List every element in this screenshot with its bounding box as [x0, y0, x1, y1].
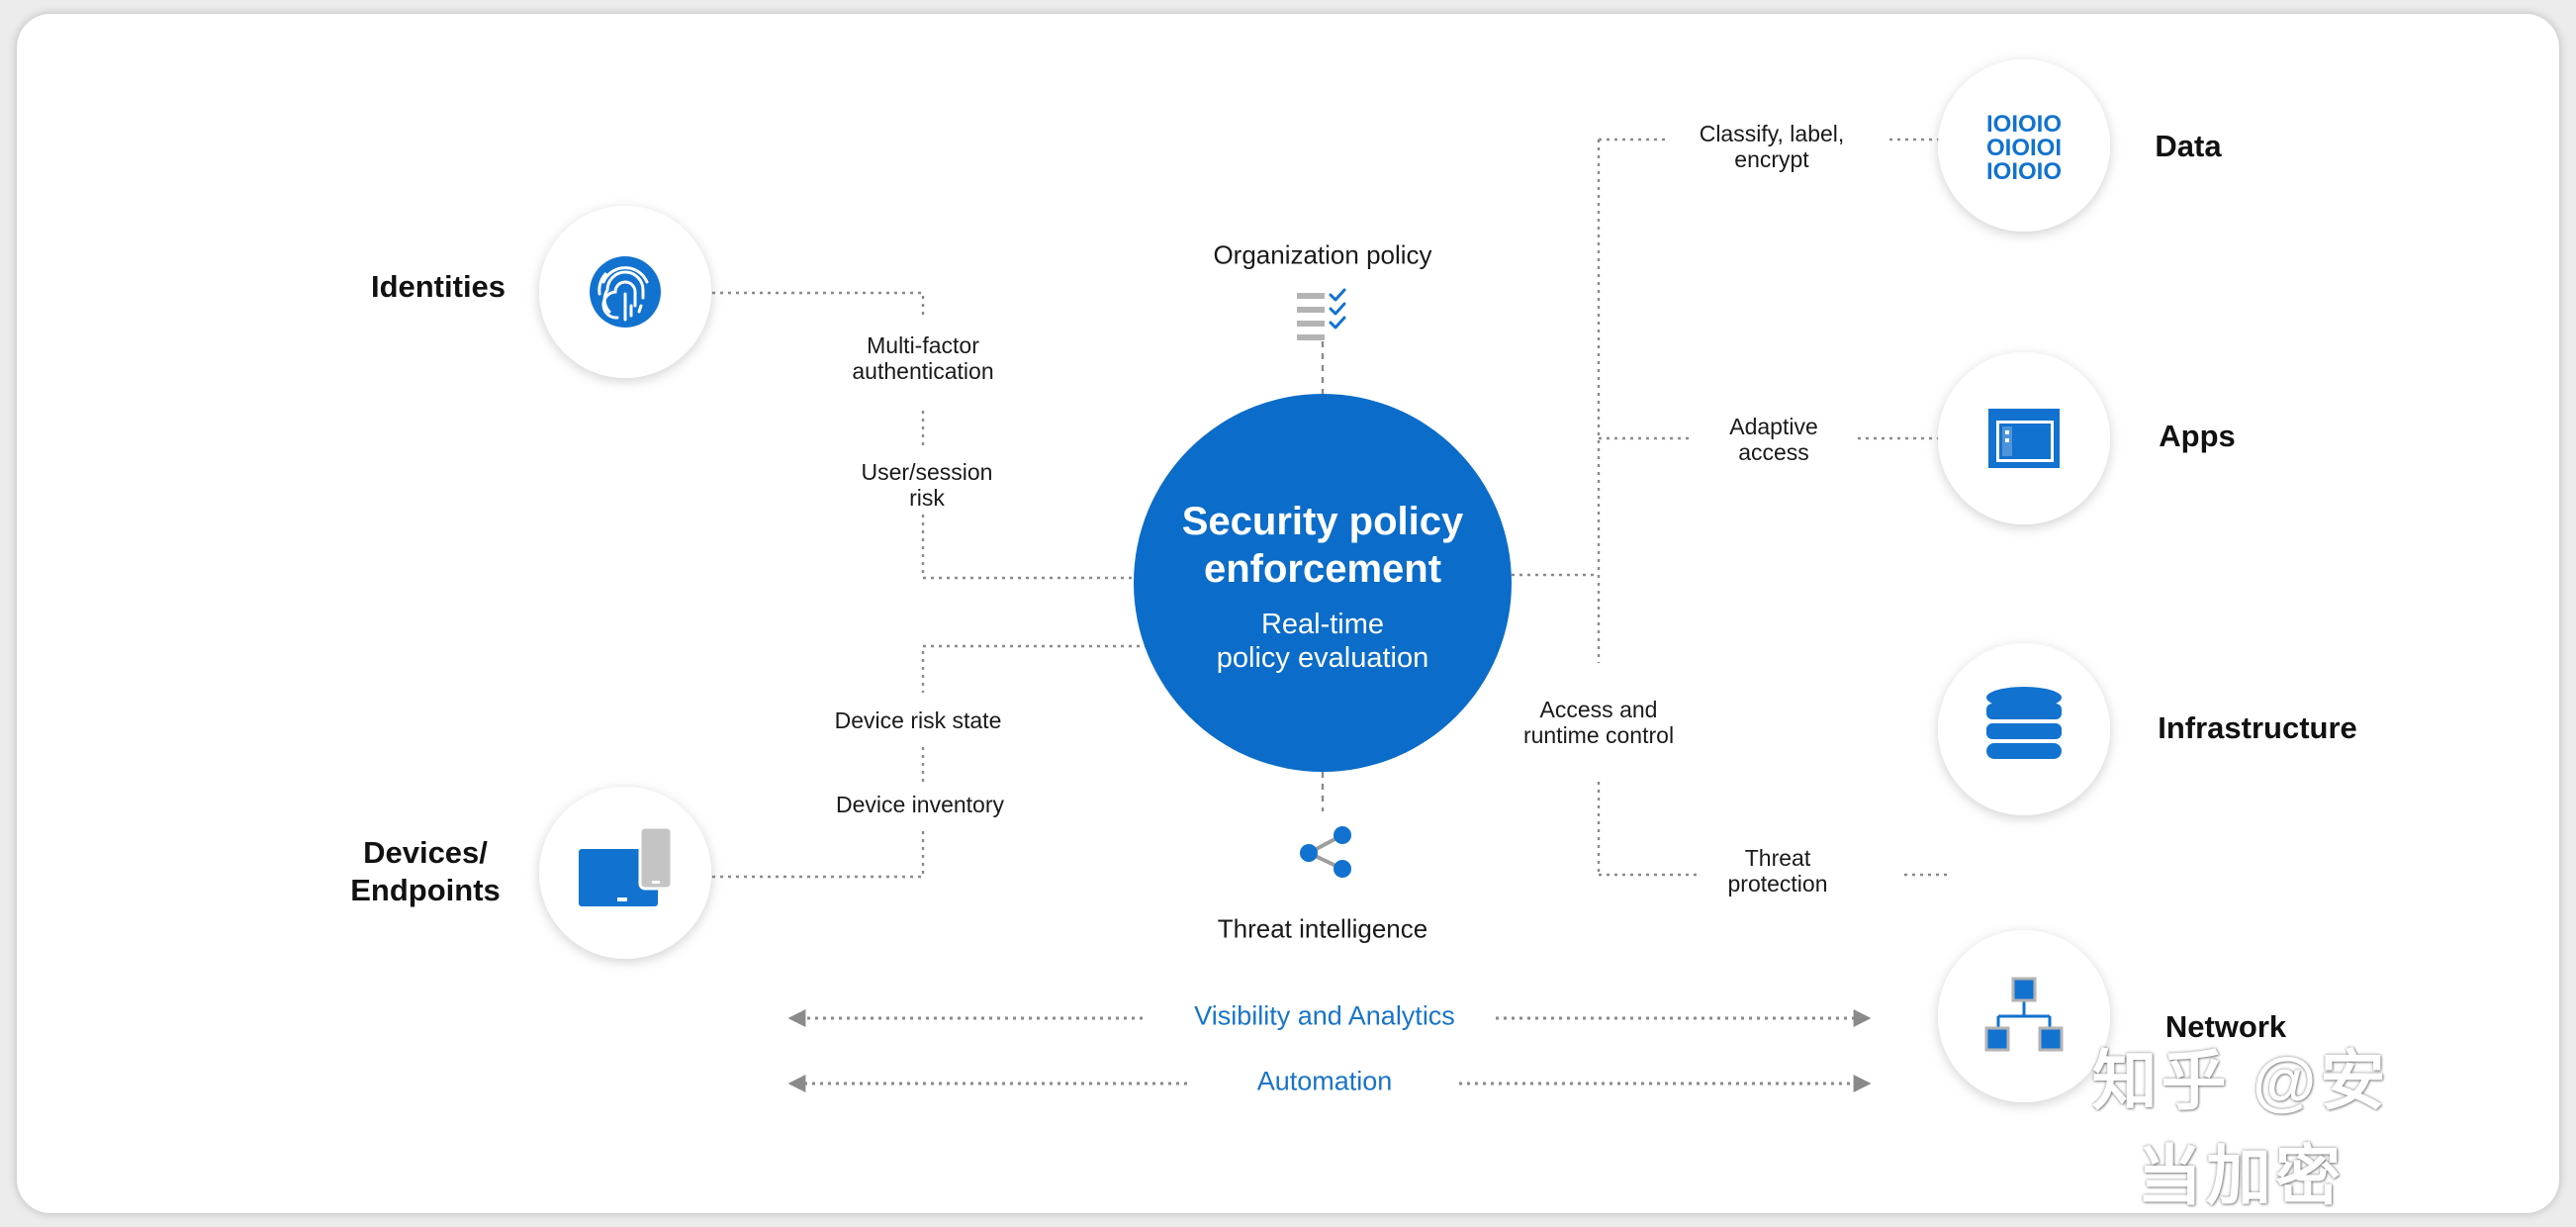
- user-session-risk-label: User/session risk: [861, 459, 993, 511]
- mfa-label: Multi-factor authentication: [852, 332, 994, 384]
- identities-label: Identities: [370, 269, 506, 304]
- svg-text:IOIOIO: IOIOIO: [1986, 158, 2062, 185]
- center-circle: [1134, 394, 1512, 772]
- network-label: Network: [2164, 1009, 2287, 1044]
- svg-text:OIOIOI: OIOIOI: [1986, 135, 2062, 161]
- binary-icon: IOIOIO OIOIOI IOIOIO: [1986, 111, 2062, 185]
- watermark: 知乎 @安当加密: [2091, 1044, 2390, 1212]
- share-icon: [1300, 826, 1351, 878]
- line-identities: [712, 291, 925, 315]
- app-window-icon: [1988, 409, 2060, 468]
- devices-label: Devices/ Endpoints: [350, 835, 501, 907]
- data-circle: [1938, 59, 2110, 232]
- visibility-analytics-label: Visibility and Analytics: [1194, 1000, 1455, 1031]
- devices-icon: [579, 825, 674, 906]
- line-inventory-devices: [712, 831, 925, 879]
- data-label: Data: [2155, 129, 2222, 163]
- line-risk-center: [921, 515, 1133, 580]
- line-center-devices: [921, 644, 1148, 693]
- threat-protection-label: Threat protection: [1727, 845, 1828, 897]
- device-inventory-label: Device inventory: [835, 792, 1005, 817]
- network-icon: [1984, 977, 2064, 1052]
- threat-intelligence-label: Threat intelligence: [1217, 913, 1428, 944]
- access-runtime-label: Access and runtime control: [1522, 697, 1675, 748]
- center-subtitle: Real-time policy evaluation: [1216, 609, 1429, 674]
- connector-lines: [712, 138, 1947, 879]
- analytics-arrows: [787, 1009, 1872, 1092]
- adaptive-access-label: Adaptive access: [1729, 414, 1818, 465]
- organization-policy-label: Organization policy: [1213, 239, 1432, 270]
- checklist-icon: [1297, 288, 1346, 340]
- automation-label: Automation: [1256, 1066, 1393, 1096]
- svg-text:IOIOIO: IOIOIO: [1986, 111, 2062, 138]
- database-icon: [1986, 687, 2062, 759]
- fingerprint-icon: [590, 256, 661, 328]
- apps-label: Apps: [2159, 419, 2236, 453]
- center-title: Security policy enforcement: [1181, 500, 1464, 591]
- device-risk-state-label: Device risk state: [834, 708, 1002, 733]
- infrastructure-label: Infrastructure: [2158, 710, 2357, 745]
- classify-label: Classify, label, encrypt: [1699, 121, 1845, 172]
